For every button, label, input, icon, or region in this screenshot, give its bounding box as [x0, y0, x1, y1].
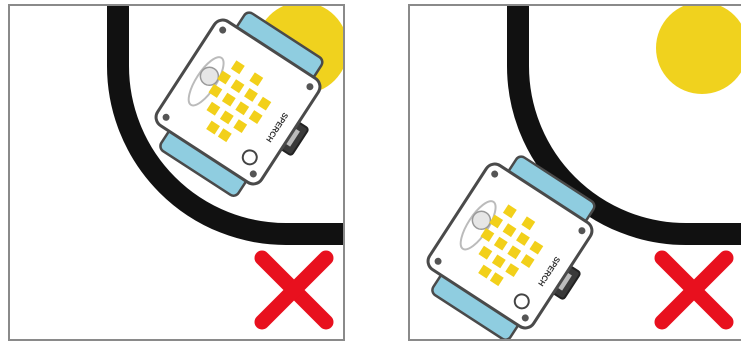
panel-left-scene: SPERCH	[10, 6, 345, 341]
panel-left: SPERCH	[8, 4, 345, 341]
robot-icon: SPERCH	[413, 143, 616, 341]
cross-icon	[662, 258, 726, 322]
panel-right-scene: SPERCH	[410, 6, 741, 341]
panel-right: SPERCH	[408, 4, 741, 341]
cross-icon	[262, 258, 326, 322]
yellow-dot-icon	[656, 6, 741, 94]
